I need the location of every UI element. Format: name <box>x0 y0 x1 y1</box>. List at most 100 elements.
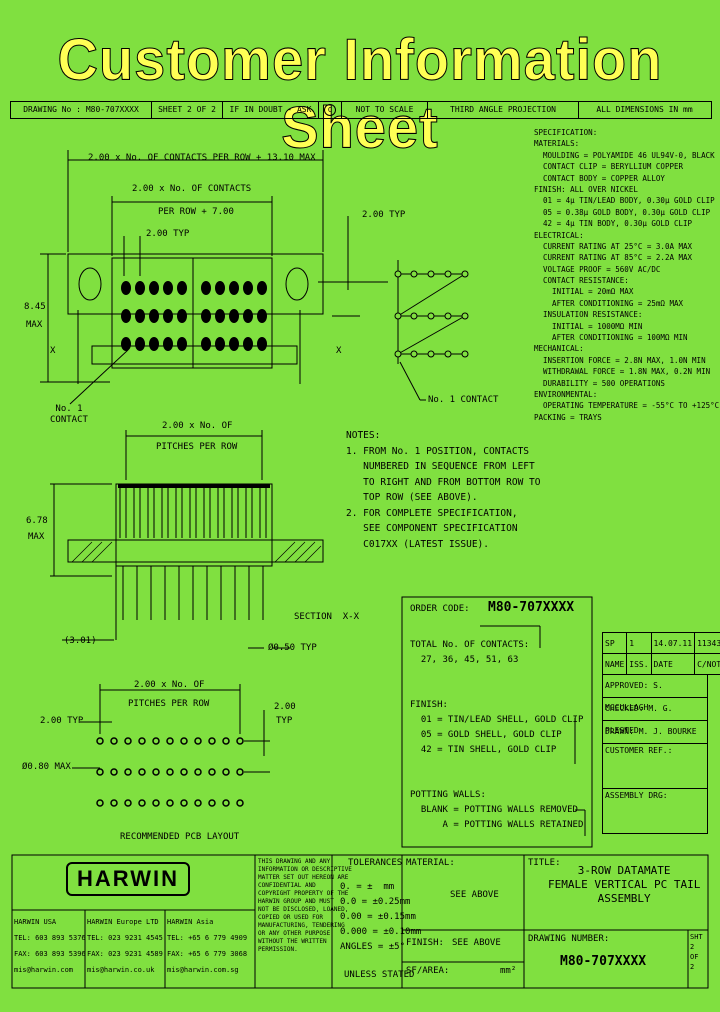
dim-678: 6.78 <box>26 516 48 526</box>
order-line: A = POTTING WALLS RETAINED <box>410 820 584 830</box>
order-line: 27, 36, 45, 51, 63 <box>410 655 519 665</box>
section-mark-right: X <box>336 346 342 356</box>
dim-max-1: MAX <box>26 320 43 330</box>
order-line: 42 = TIN SHELL, GOLD CLIP <box>410 745 557 755</box>
spec-line: PACKING = TRAYS <box>534 412 602 422</box>
spec-line: CURRENT RATING AT 85°C = 2.2A MAX <box>534 253 693 263</box>
projection-note: THIRD ANGLE PROJECTION <box>428 102 579 118</box>
material-label: MATERIAL: <box>406 858 455 868</box>
spec-line: AFTER CONDITIONING = 25mΩ MAX <box>534 298 684 308</box>
spec-line: MECHANICAL: <box>534 344 584 354</box>
order-line: 05 = GOLD SHELL, GOLD CLIP <box>410 730 562 740</box>
rev-cell: NAME <box>601 653 628 675</box>
copyright-icon: C <box>319 102 342 118</box>
pcb-typ-right-2: TYP <box>276 716 293 726</box>
notes-line: NUMBERED IN SEQUENCE FROM LEFT <box>346 461 535 472</box>
specification-block: SPECIFICATION:MATERIALS: MOULDING = POLY… <box>534 127 720 423</box>
section-label: SECTION X-X <box>294 612 360 622</box>
spec-line: 42 = 4µ TIN BODY, 0.30µ GOLD CLIP <box>534 219 693 229</box>
dim-301: (3.01) <box>64 636 97 646</box>
spec-line: CONTACT RESISTANCE: <box>534 276 629 286</box>
order-line: 01 = TIN/LEAD SHELL, GOLD CLIP <box>410 715 584 725</box>
dim-pitches-2: PITCHES PER ROW <box>156 442 238 452</box>
disclaimer: THIS DRAWING AND ANY INFORMATION OR DESC… <box>258 858 352 953</box>
spec-line: CONTACT CLIP = BERYLLIUM COPPER <box>534 162 684 172</box>
notes-line: NOTES: <box>346 430 381 441</box>
order-line <box>410 758 583 773</box>
dim-pitches: 2.00 x No. OF <box>162 421 233 431</box>
order-line: TOTAL No. OF CONTACTS: <box>410 640 530 650</box>
spec-line: VOLTAGE PROOF = 560V AC/DC <box>534 264 661 274</box>
dim-typ-a: 2.00 TYP <box>146 229 190 239</box>
dim-typ-b: 2.00 TYP <box>362 210 406 220</box>
finish-value: SEE ABOVE <box>452 938 501 948</box>
dim-overall: 2.00 x No. OF CONTACTS PER ROW + 13.10 M… <box>88 153 316 163</box>
sfarea-unit: mm² <box>500 966 517 976</box>
spec-line: CURRENT RATING AT 25°C = 3.0A MAX <box>534 241 693 251</box>
section-mark-left: X <box>50 346 56 356</box>
order-code-value: M80-707XXXX <box>488 600 575 615</box>
spec-line: MATERIALS: <box>534 139 580 149</box>
spec-line: FINISH: ALL OVER NICKEL <box>534 184 638 194</box>
pcb-pitch: 2.00 x No. OF <box>134 680 205 690</box>
order-line <box>410 773 583 788</box>
order-line: BLANK = POTTING WALLS REMOVED <box>410 805 578 815</box>
sheet-count: SHT 2 OF 2 <box>690 933 703 971</box>
dim-080: Ø0.80 MAX <box>22 762 71 772</box>
finish-label: FINISH: <box>406 938 444 948</box>
spec-line: INSERTION FORCE = 2.8N MAX, 1.0N MIN <box>534 355 706 365</box>
drawing-number-value: M80-707XXXX <box>560 954 647 969</box>
order-line: POTTING WALLS: <box>410 790 486 800</box>
connector-flange-top <box>67 253 324 315</box>
connector-base-top <box>91 345 298 365</box>
notes-block: NOTES:1. FROM No. 1 POSITION, CONTACTS N… <box>346 428 540 552</box>
tolerances-title: TOLERANCES <box>348 858 403 868</box>
spec-line: MOULDING = POLYAMIDE 46 UL94V-0, BLACK <box>534 150 715 160</box>
pcb-typ-left: 2.00 TYP <box>40 716 84 726</box>
dim-050: Ø0.50 TYP <box>268 643 317 653</box>
spec-line: ELECTRICAL: <box>534 230 584 240</box>
contact-array-top <box>121 281 267 351</box>
title-label: TITLE: <box>528 858 561 868</box>
rev-cell: 1 <box>626 632 652 654</box>
drawing-no: DRAWING No : M80-707XXXX <box>11 102 152 118</box>
spec-line: 05 = 0.38µ GOLD BODY, 0.30µ GOLD CLIP <box>534 207 711 217</box>
harwin-logo: HARWIN <box>66 862 190 896</box>
order-line <box>410 683 583 698</box>
order-line <box>410 668 583 683</box>
notes-line: C017XX (LATEST ISSUE). <box>346 538 489 550</box>
sfarea-label: SF/AREA: <box>406 966 450 976</box>
spec-line: INITIAL = 20mΩ MAX <box>534 287 634 297</box>
header-strip: DRAWING No : M80-707XXXX SHEET 2 OF 2 IF… <box>10 101 712 119</box>
tolerances-unless: UNLESS STATED <box>344 970 415 980</box>
pcb-typ-right: 2.00 <box>274 702 296 712</box>
spec-line: OPERATING TEMPERATURE = -55°C TO +125°C <box>534 401 720 411</box>
sheet-no: SHEET 2 OF 2 <box>152 102 223 118</box>
notes-line: TOP ROW (SEE ABOVE). <box>346 492 478 503</box>
office-europe: HARWIN Europe LTD TEL: 023 9231 4545 FAX… <box>87 918 163 974</box>
rev-cell: DATE <box>650 653 696 675</box>
pcb-layout-label: RECOMMENDED PCB LAYOUT <box>120 832 240 842</box>
assembly-drg: ASSEMBLY DRG: <box>602 789 708 834</box>
spec-line: 01 = 4µ TIN/LEAD BODY, 0.30µ GOLD CLIP <box>534 196 715 206</box>
notes-line: 2. FOR COMPLETE SPECIFICATION, <box>346 507 518 519</box>
spec-line: ENVIRONMENTAL: <box>534 389 598 399</box>
spec-line: DURABILITY = 500 OPERATIONS <box>534 378 665 388</box>
rev-cell: ISS. <box>626 653 652 675</box>
dim-845: 8.45 <box>24 302 46 312</box>
page-title: Customer Information Sheet <box>57 25 663 161</box>
office-usa: HARWIN USA TEL: 603 893 5376 FAX: 603 89… <box>14 918 86 974</box>
tolerances: 0. = ± mm 0.0 = ±0.25mm 0.00 = ±0.15mm 0… <box>340 882 422 952</box>
order-code-label: ORDER CODE: <box>410 604 470 614</box>
dim-contacts: 2.00 x No. OF CONTACTS <box>132 184 252 194</box>
order-options: TOTAL No. OF CONTACTS: 27, 36, 45, 51, 6… <box>410 638 583 833</box>
pcb-pitch-2: PITCHES PER ROW <box>128 699 210 709</box>
rev-cell: C/NOTE <box>694 653 720 675</box>
drawn-by: DRAWN: M. J. BOURKE <box>602 721 708 744</box>
no1-contact-label: No. 1 CONTACT <box>50 404 88 425</box>
